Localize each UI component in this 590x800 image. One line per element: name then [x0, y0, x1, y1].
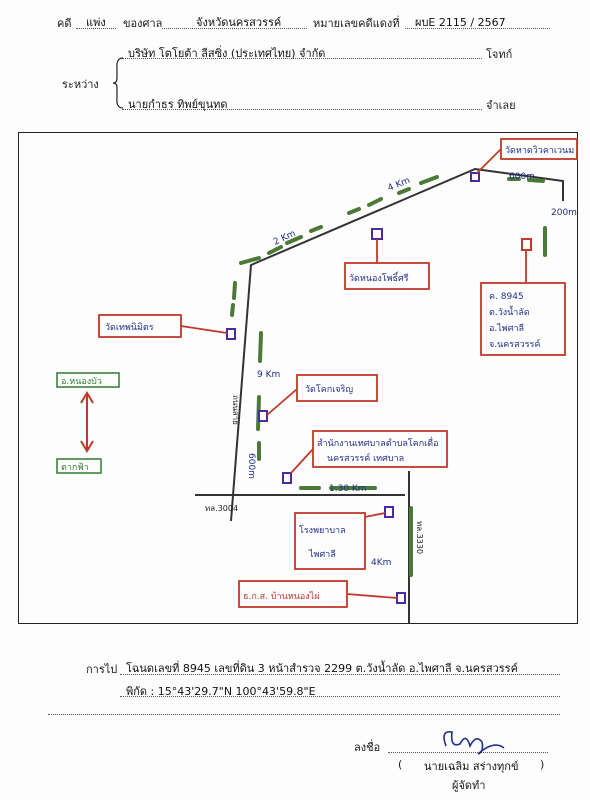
sig-open-paren: ( — [398, 758, 403, 771]
red-case-number: ผบE 2115 / 2567 — [415, 16, 506, 29]
legend-south: ตากฟ้า — [61, 462, 89, 473]
dist-upper-diag: 2 Km — [272, 229, 297, 248]
road-3330-label: ทล.3330 — [415, 521, 424, 554]
green-highlights — [230, 175, 547, 577]
map-frame: วัดหาดวิวคาเวนม วัดหนองโพธิ์ศรี ค. 8945 … — [18, 132, 578, 624]
box-temple — [344, 262, 430, 290]
legend-arrow — [80, 391, 94, 453]
label-office-1: สำนักงานเทศบาลตำบลโคกเดื่อ — [317, 436, 439, 449]
defendant-role: จำเลย — [486, 99, 516, 112]
legend-south-box — [56, 458, 102, 474]
curly-brace — [112, 57, 124, 109]
marker-wat-left — [226, 328, 236, 340]
label-wat-mid: วัดโคกเจริญ — [305, 384, 353, 395]
label-wat-left: วัดเทพนิมิตร — [105, 322, 154, 333]
marker-top-right — [470, 172, 480, 182]
case-type: แพ่ง — [86, 16, 106, 29]
marker-wat-mid — [258, 410, 268, 422]
label-hospital-1: โรงพยาบาล — [299, 525, 346, 536]
road-3004-label: ทล.3004 — [205, 504, 238, 513]
marker-school — [396, 592, 406, 604]
marker-hospital — [384, 506, 394, 518]
label-hospital-2: ไพศาลี — [308, 549, 336, 560]
box-target — [480, 282, 566, 356]
label-target-1: ค. 8945 — [489, 292, 524, 302]
dist-main-vert: 9 Km — [257, 370, 280, 380]
defendant-name: นายกำธร ทิพย์ขุนทด — [128, 98, 228, 111]
marker-office — [282, 472, 292, 484]
hand-drawn-map: วัดหาดวิวคาเวนม วัดหนองโพธิ์ศรี ค. 8945 … — [56, 138, 578, 623]
sig-close-paren: ) — [540, 758, 545, 771]
signer-name: นายเฉลิม สร่างทุกข์ — [424, 760, 519, 773]
plaintiff-role: โจทก์ — [486, 48, 513, 61]
dist-right-low: 4Km — [371, 558, 391, 568]
signature-image — [443, 730, 505, 755]
label-school: ธ.ก.ส. บ้านหนองไผ่ — [243, 591, 319, 602]
signer-role: ผู้จัดทำ — [452, 779, 486, 792]
plaintiff-name: บริษัท โตโยต้า ลีสซิ่ง (ประเทศไทย) จำกัด — [128, 47, 326, 60]
dist-right-top: 600m — [509, 172, 535, 182]
label-top-right: วัดหาดวิวคาเวนม — [505, 145, 574, 156]
label-target-4: จ.นครสวรรค์ — [489, 338, 540, 350]
marker-target — [521, 238, 532, 251]
road-main — [230, 167, 564, 522]
legend-north: อ.หนองบัว — [61, 377, 102, 387]
marker-temple — [371, 228, 383, 240]
road-main-label: ถนนสาย — [231, 395, 240, 425]
legend-north-box — [56, 372, 120, 388]
dist-low-vert: 600m — [246, 453, 256, 479]
box-hospital — [294, 512, 366, 570]
box-wat-mid — [296, 374, 378, 402]
case-label: คดี — [57, 17, 72, 30]
destination-coords: พิกัด : 15°43'29.7"N 100°43'59.8"E — [126, 685, 316, 698]
destination-text: โฉนดเลขที่ 8945 เลขที่ดิน 3 หน้าสำรวจ 22… — [126, 662, 518, 675]
label-target-2: ต.วังน้ำลัด — [489, 305, 530, 318]
court-label: ของศาล — [123, 17, 163, 30]
between-label: ระหว่าง — [62, 78, 99, 91]
dist-bottom-h: 1.30 Km — [329, 484, 367, 494]
destination-label: การไป — [86, 663, 118, 676]
label-boxes — [98, 138, 578, 608]
court-name: จังหวัดนครสวรรค์ — [196, 16, 282, 29]
red-case-label: หมายเลขคดีแดงที่ — [313, 17, 400, 30]
dist-right-vert: 200m — [551, 208, 577, 218]
label-temple: วัดหนองโพธิ์ศรี — [349, 271, 409, 284]
label-office-2: นครสวรรค์ เทศบาล — [327, 452, 404, 464]
signature-label: ลงชื่อ — [354, 741, 381, 754]
label-target-3: อ.ไพศาลี — [489, 323, 524, 334]
